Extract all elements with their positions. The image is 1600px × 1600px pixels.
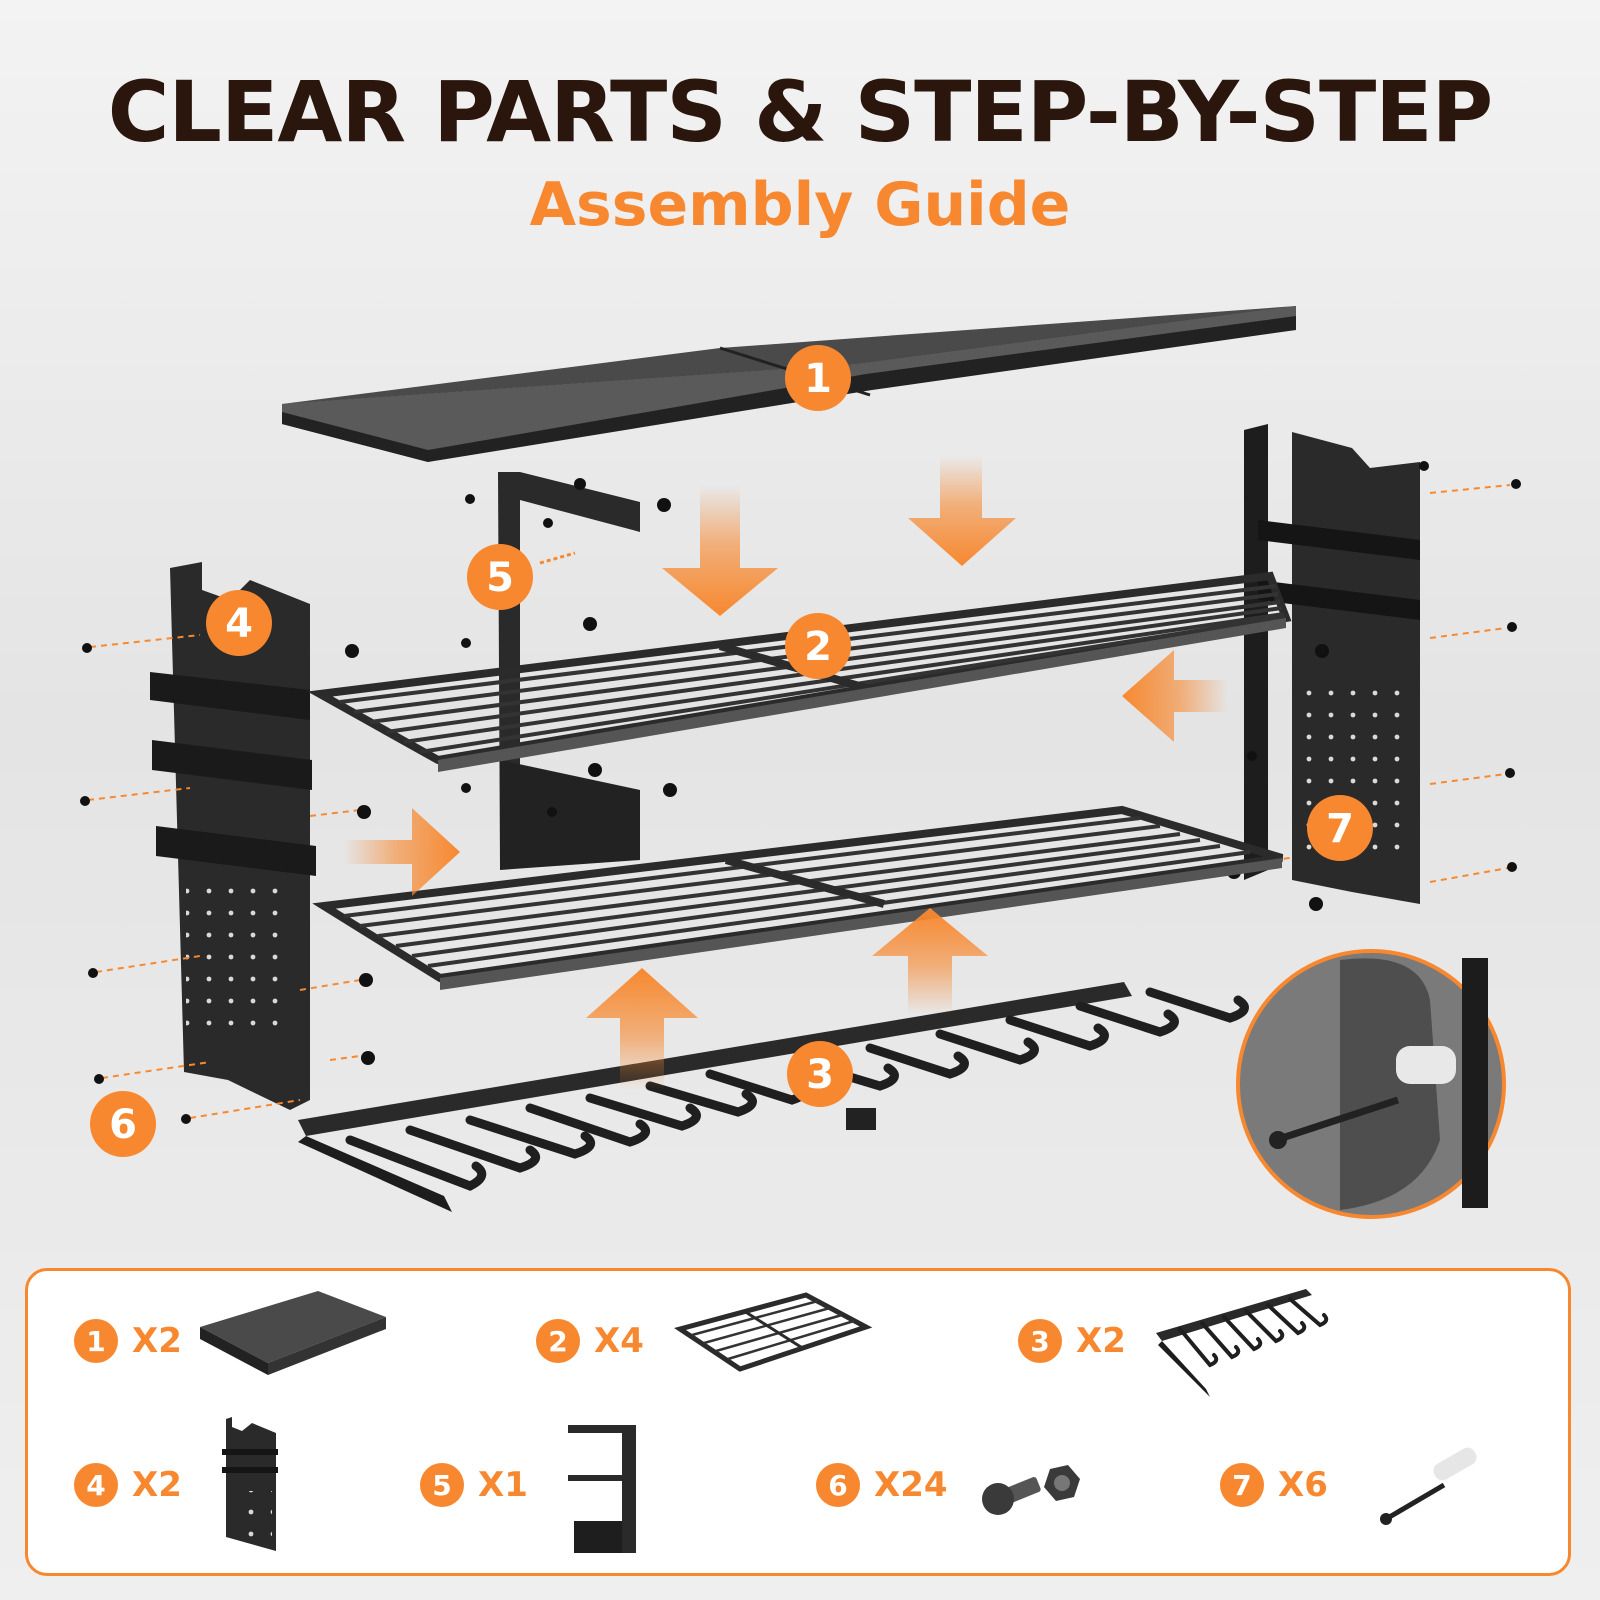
center-bracket-icon <box>564 1421 644 1561</box>
right-side-bracket <box>1227 424 1521 911</box>
wall-anchor-detail <box>1238 951 1504 1217</box>
svg-text:4: 4 <box>225 601 253 647</box>
wood-board-icon <box>194 1287 394 1397</box>
side-bracket-icon <box>218 1413 298 1559</box>
part-item-2: 2 X4 <box>536 1319 644 1363</box>
tool-rack <box>298 982 1244 1212</box>
part-quantity: X2 <box>1076 1321 1126 1361</box>
callout-badge-7: 7 <box>1307 795 1373 861</box>
tool-rack-icon <box>1150 1281 1350 1401</box>
bolt-nut-icon <box>978 1451 1088 1531</box>
wire-shelf-icon <box>674 1289 874 1399</box>
svg-text:5: 5 <box>486 555 514 601</box>
part-item-1: 1 X2 <box>74 1319 182 1363</box>
part-number-badge: 5 <box>420 1463 464 1507</box>
part-number-badge: 6 <box>816 1463 860 1507</box>
callout-badge-2: 2 <box>785 613 851 679</box>
part-item-3: 3 X2 <box>1018 1319 1126 1363</box>
part-item-4: 4 X2 <box>74 1463 182 1507</box>
part-number-badge: 2 <box>536 1319 580 1363</box>
part-item-5: 5 X1 <box>420 1463 528 1507</box>
callout-badge-5: 5 <box>467 544 533 610</box>
part-quantity: X2 <box>132 1321 182 1361</box>
callout-badge-4: 4 <box>206 590 272 656</box>
part-quantity: X2 <box>132 1465 182 1505</box>
part-quantity: X24 <box>874 1465 948 1505</box>
part-number-badge: 4 <box>74 1463 118 1507</box>
part-item-6: 6 X24 <box>816 1463 948 1507</box>
part-quantity: X1 <box>478 1465 528 1505</box>
exploded-assembly-diagram: 1 2 3 4 5 6 7 <box>0 0 1600 1260</box>
svg-text:2: 2 <box>804 624 832 670</box>
lower-wire-shelf <box>324 810 1282 990</box>
screw-anchor-icon <box>1378 1441 1498 1531</box>
part-quantity: X6 <box>1278 1465 1328 1505</box>
svg-text:3: 3 <box>806 1052 834 1098</box>
part-number-badge: 3 <box>1018 1319 1062 1363</box>
callout-badge-1: 1 <box>785 345 851 411</box>
callout-badge-6: 6 <box>90 1091 156 1157</box>
part-quantity: X4 <box>594 1321 644 1361</box>
callout-badge-3: 3 <box>787 1041 853 1107</box>
svg-text:7: 7 <box>1326 806 1354 852</box>
part-item-7: 7 X6 <box>1220 1463 1328 1507</box>
part-number-badge: 1 <box>74 1319 118 1363</box>
parts-list: 1 X2 2 X4 3 X2 <box>25 1268 1571 1576</box>
part-number-badge: 7 <box>1220 1463 1264 1507</box>
svg-text:1: 1 <box>804 356 832 402</box>
svg-text:6: 6 <box>109 1102 137 1148</box>
